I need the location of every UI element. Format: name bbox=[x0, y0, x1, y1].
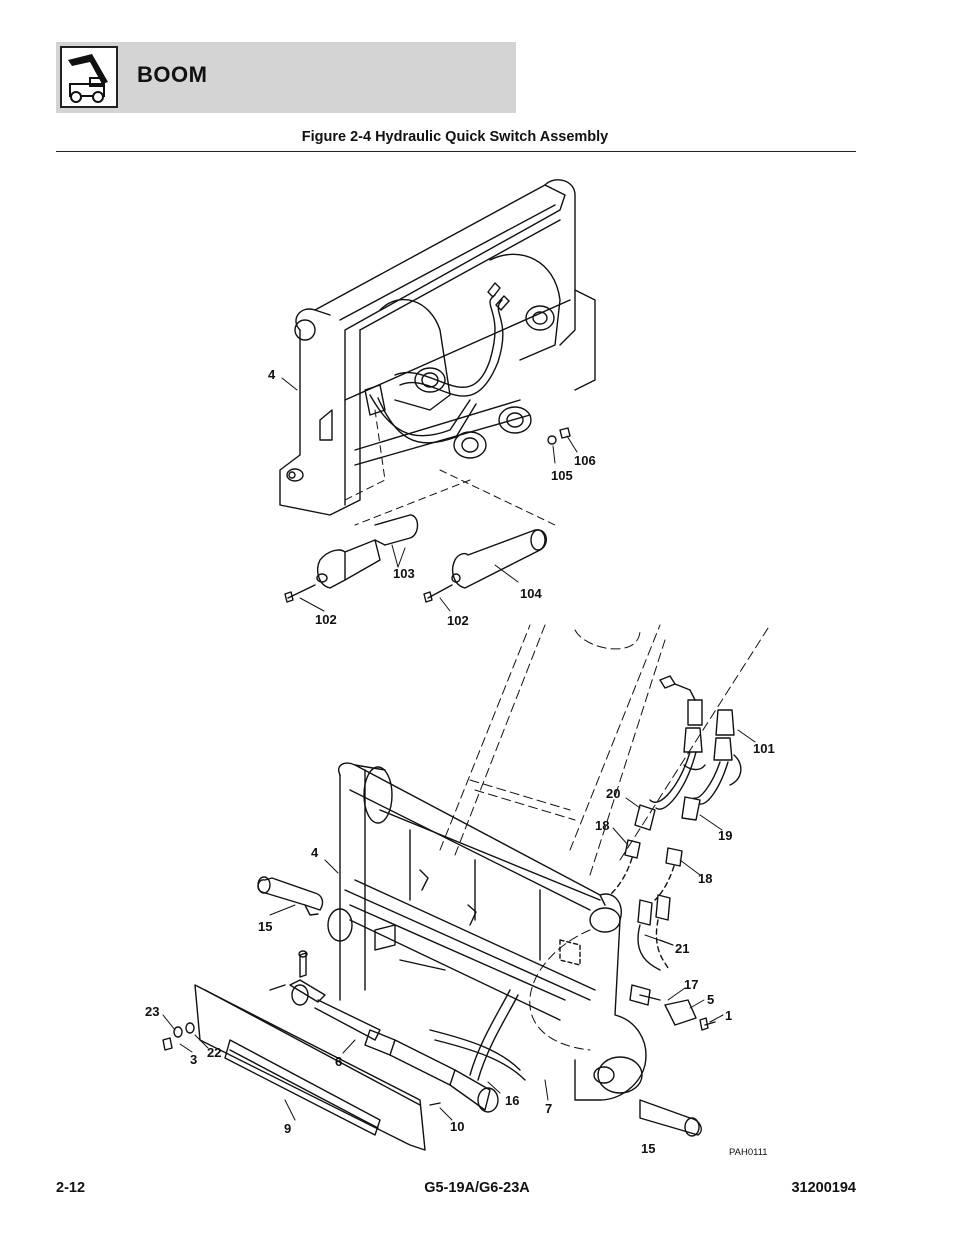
hydraulic-hoses bbox=[609, 675, 742, 1031]
pin-104 bbox=[451, 529, 547, 589]
callout-label: 3 bbox=[190, 1052, 198, 1067]
upper-coupler-frame bbox=[279, 179, 596, 516]
cylinder-6 bbox=[289, 979, 499, 1113]
callout-label: 10 bbox=[450, 1119, 465, 1134]
telehandler-boom-icon bbox=[60, 46, 118, 108]
callout-label: 104 bbox=[520, 586, 542, 601]
callout-label: 23 bbox=[145, 1004, 160, 1019]
callout-label: 20 bbox=[606, 786, 621, 801]
callout-label: 15 bbox=[641, 1141, 656, 1156]
callout-label: 9 bbox=[284, 1121, 292, 1136]
callout-label: 103 bbox=[393, 566, 415, 581]
section-header-band bbox=[56, 42, 516, 113]
header-divider bbox=[56, 151, 856, 152]
section-title: BOOM bbox=[137, 62, 208, 87]
callout-label: 7 bbox=[545, 1101, 553, 1116]
figure-title: Figure 2-4 Hydraulic Quick Switch Assemb… bbox=[301, 129, 609, 145]
callout-label: 15 bbox=[258, 919, 273, 934]
callout-label: 5 bbox=[707, 992, 715, 1007]
callout-label: 101 bbox=[753, 741, 775, 756]
callout-label: 6 bbox=[335, 1054, 343, 1069]
pin-15-left bbox=[257, 876, 353, 942]
page-number: 2-12 bbox=[56, 1180, 86, 1196]
pin-15-right bbox=[639, 1099, 702, 1137]
callout-label: 18 bbox=[698, 871, 713, 886]
callout-label: 17 bbox=[684, 977, 699, 992]
document-number: 31200194 bbox=[791, 1180, 856, 1196]
callout-label: 18 bbox=[595, 818, 610, 833]
callout-label: 102 bbox=[315, 612, 337, 627]
callout-label: 105 bbox=[551, 468, 573, 483]
model-number: G5-19A/G6-23A bbox=[424, 1180, 530, 1196]
callout-label: 22 bbox=[207, 1045, 222, 1060]
callout-label: 106 bbox=[574, 453, 596, 468]
drawing-number: PAH0111 bbox=[729, 1147, 768, 1158]
callout-label: 4 bbox=[268, 367, 276, 382]
cover-plate-9 bbox=[194, 984, 426, 1151]
pin-103 bbox=[316, 514, 419, 589]
lower-coupler-frame bbox=[338, 762, 647, 1101]
callout-label: 1 bbox=[725, 1008, 733, 1023]
callout-label: 4 bbox=[311, 845, 319, 860]
callout-label: 16 bbox=[505, 1093, 520, 1108]
callout-label: 102 bbox=[447, 613, 469, 628]
callout-label: 21 bbox=[675, 941, 690, 956]
callout-label: 19 bbox=[718, 828, 733, 843]
